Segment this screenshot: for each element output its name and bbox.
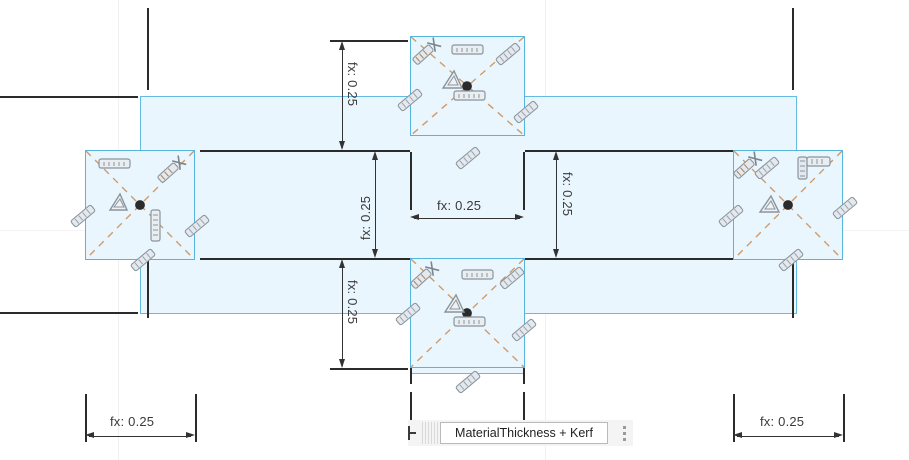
fastener-icon[interactable] [453,145,483,171]
slot-connector-icon[interactable] [453,315,487,329]
dimension-arrow-up [553,151,559,160]
geometry-line-stub-right[interactable] [523,152,525,210]
rigid-joint-icon[interactable] [756,193,782,215]
expression-input[interactable]: MaterialThickness + Kerf [440,422,608,444]
geometry-line-bar-bottom-left[interactable] [200,258,410,260]
dimension-line [737,436,839,437]
dimension-arrow-right [186,432,195,438]
dimension-extension-line [843,394,845,442]
dimension-extension-line [330,40,408,42]
dimension-label[interactable]: fx: 0.25 [760,414,805,429]
dimension-arrow-right [515,214,524,220]
joint-top-graphics [411,37,524,136]
slot-connector-icon[interactable] [98,157,132,171]
dimension-arrow-up [372,151,378,160]
dimension-extension-line [330,368,408,370]
fastener-icon[interactable] [453,369,483,395]
dimension-label[interactable]: fx: 0.25 [345,62,360,107]
geometry-line-outer-left-top[interactable] [0,96,138,98]
fastener-icon[interactable] [830,195,860,221]
dimension-extension-line [195,394,197,442]
joint-left[interactable] [70,150,210,272]
geometry-line-bar-top-right[interactable] [525,150,735,152]
expression-extension-line [523,392,525,432]
dimension-extension-line [733,394,735,442]
fastener-icon[interactable] [716,203,746,229]
dimension-arrow-left [85,432,94,438]
dimension-line [342,44,343,148]
rigid-joint-icon[interactable] [441,291,467,315]
dimension-arrow-up [339,259,345,268]
joint-bottom-graphics [411,259,524,368]
dimension-arrow-down [339,359,345,368]
screw-icon[interactable] [154,155,188,185]
screw-icon[interactable] [730,151,764,181]
dimension-arrow-left [410,214,419,220]
dimension-anchor-icon [408,425,419,441]
geometry-line-upper-right-edge[interactable] [792,8,794,90]
screw-icon[interactable] [407,261,441,291]
kebab-menu-icon[interactable] [615,420,633,446]
dimension-extension-line [330,150,408,152]
dimension-extension-line [85,394,87,442]
screw-icon[interactable] [409,37,443,67]
dimension-arrow-right [834,432,843,438]
dimension-line [89,436,191,437]
joint-right[interactable] [718,150,858,272]
dimension-label[interactable]: fx: 0.25 [560,172,575,217]
geometry-line-lower-left-edge[interactable] [147,258,149,318]
slot-connector-icon[interactable] [451,43,485,57]
fastener-icon[interactable] [497,265,527,291]
geometry-line-stub-left[interactable] [410,152,412,210]
fastener-icon[interactable] [393,301,423,327]
geometry-line-upper-left-edge[interactable] [147,8,149,90]
dimension-label[interactable]: fx: 0.25 [437,198,482,213]
dimension-line [375,155,376,255]
dimension-arrow-left [733,432,742,438]
fastener-icon[interactable] [395,87,425,113]
dimension-arrow-up [339,41,345,50]
dimension-extension-line [330,258,408,260]
geometry-line-bar-bottom-right[interactable] [525,258,735,260]
expression-extension-line [410,392,412,432]
dimension-label[interactable]: fx: 0.25 [345,280,360,325]
geometry-line-outer-left-bottom[interactable] [0,312,138,314]
rigid-joint-icon[interactable] [439,67,465,91]
slot-connector-icon[interactable] [461,268,495,282]
geometry-line-bar-top-left[interactable] [200,150,410,152]
dimension-arrow-down [553,249,559,258]
dimension-arrow-down [372,249,378,258]
fastener-icon[interactable] [509,317,539,343]
joint-top[interactable] [397,36,539,170]
joint-right-graphics [734,151,842,259]
fastener-icon[interactable] [493,41,523,67]
dimension-label[interactable]: fx: 0.25 [358,195,373,240]
dimension-arrow-down [339,141,345,150]
fastener-icon[interactable] [511,99,541,125]
dimension-line [556,155,557,255]
dimension-line [342,262,343,366]
geometry-line-lower-right-edge[interactable] [792,258,794,318]
pin-slot-icon[interactable] [148,209,164,243]
fastener-icon[interactable] [128,247,158,273]
dimension-label[interactable]: fx: 0.25 [110,414,155,429]
joint-left-graphics [86,151,194,259]
dimension-line [414,218,520,219]
fastener-icon[interactable] [182,213,212,239]
dimension-hatch-icon [422,422,438,444]
rigid-joint-icon[interactable] [106,191,130,213]
slot-connector-icon[interactable] [796,155,832,181]
fastener-icon[interactable] [68,203,98,229]
joint-bottom[interactable] [395,258,537,394]
fastener-icon[interactable] [752,155,782,181]
fastener-icon[interactable] [776,247,806,273]
slot-connector-icon[interactable] [453,89,487,103]
